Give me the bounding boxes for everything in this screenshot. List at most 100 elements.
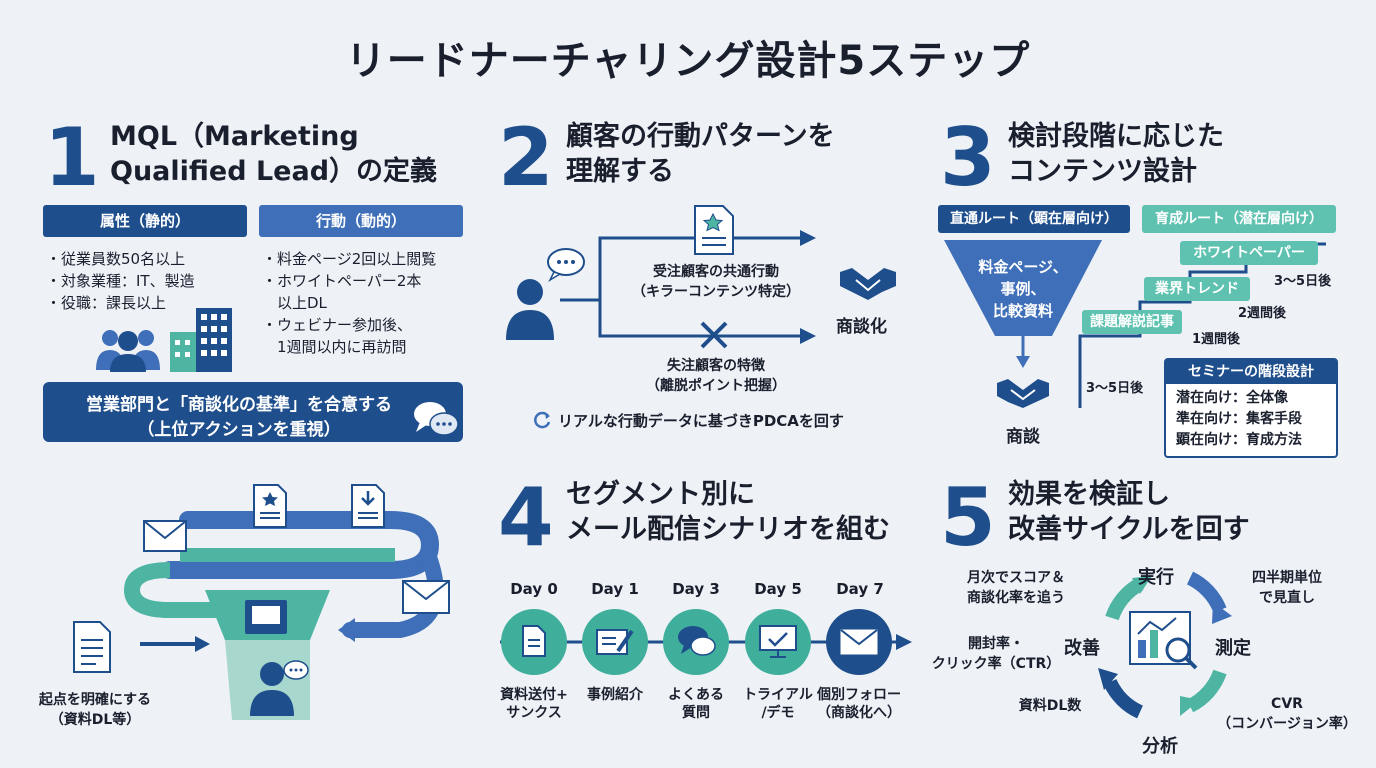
note-dl-count: 資料DL数 (1018, 698, 1082, 714)
note-line: CVR (1271, 696, 1303, 712)
note-line: 四半期単位 (1252, 570, 1322, 586)
envelope-icon (402, 580, 450, 614)
note-open-rate: 開封率・ クリック率（CTR） (926, 634, 1066, 674)
action-item: ・ウェビナー参加後、 (262, 316, 413, 334)
chat-icon (414, 402, 459, 436)
document-icon (253, 484, 287, 528)
interval-label: 3〜5日後 (1086, 381, 1144, 396)
day-label: Day 5 (754, 580, 802, 598)
interval-label: 3〜5日後 (1274, 274, 1332, 289)
step5-heading-line1: 効果を検証し (1008, 479, 1170, 510)
agreement-line1: 営業部門と「商談化の基準」を合意する (86, 395, 392, 415)
monitor-icon (759, 625, 797, 658)
note-line: 月次でスコア＆ (967, 570, 1065, 586)
day-caption: よくある 質問 (646, 686, 746, 722)
interval-label: 1週間後 (1192, 332, 1241, 347)
agreement-banner: 営業部門と「商談化の基準」を合意する （上位アクションを重視） (43, 382, 463, 442)
day1-node (582, 609, 648, 675)
won-customers-note: 受注顧客の共通行動 （キラーコンテンツ特定） (626, 262, 806, 302)
day-caption-line: 質問 (682, 705, 710, 721)
note-line: 開封率・ (968, 636, 1024, 652)
step5-heading-line2: 改善サイクルを回す (1008, 513, 1250, 545)
funnel-line: 料金ページ、 (978, 258, 1068, 276)
note-execute: 月次でスコア＆ 商談化率を追う (946, 568, 1086, 608)
day-caption-line: サンクス (506, 705, 562, 721)
step3-number: 3 (940, 111, 996, 204)
step4-number: 4 (498, 471, 554, 564)
start-line1: 起点を明確にする (38, 692, 152, 708)
pdca-note: リアルな行動データに基づきPDCAを回す (558, 412, 844, 430)
day7-node (826, 609, 892, 675)
day-caption-line: 資料送付+ (500, 687, 568, 703)
step3-heading-line1: 検討段階に応じた (1008, 121, 1224, 152)
day-label: Day 3 (672, 580, 720, 598)
lost-line2: （離脱ポイント把握） (646, 378, 786, 394)
seminar-item: 準在向け：集客手段 (1176, 411, 1302, 427)
action-item: 1週間以内に再訪問 (262, 338, 407, 356)
day-caption-line: 事例紹介 (587, 687, 643, 703)
people-icon (96, 330, 160, 372)
document-icon (73, 621, 111, 673)
handshake-icon (997, 379, 1049, 408)
won-line1: 受注顧客の共通行動 (653, 264, 779, 280)
note-quarter: 四半期単位 で見直し (1232, 568, 1342, 608)
lost-customers-note: 失注顧客の特徴 （離脱ポイント把握） (626, 356, 806, 396)
cycle-arrows-icon (534, 411, 551, 429)
step4-heading-line2: メール配信シナリオを組む (566, 513, 890, 545)
won-line2: （キラーコンテンツ特定） (632, 284, 800, 300)
attr-list: ・従業員数50名以上 ・対象業種：IT、製造 ・役職：課長以上 (46, 248, 195, 314)
pencil-icon (596, 629, 634, 655)
day0-node (501, 609, 567, 675)
day3-node (663, 609, 729, 675)
note-cvr: CVR （コンバージョン率） (1206, 694, 1368, 734)
day-caption-line: よくある (668, 687, 724, 703)
seminar-item: 顕在向け：育成方法 (1176, 432, 1302, 448)
document-icon (522, 625, 546, 657)
step4-heading: セグメント別に メール配信シナリオを組む (566, 478, 890, 547)
page-title: リードナーチャリング設計5ステップ (345, 38, 1031, 84)
stair-step-3: ホワイトペーパー (1180, 241, 1318, 265)
seminar-box: セミナーの階段設計 潜在向け：全体像 準在向け：集客手段 顕在向け：育成方法 (1164, 358, 1338, 458)
step2-number: 2 (498, 111, 554, 204)
stair-step-2: 業界トレンド (1144, 277, 1250, 301)
day-caption: 事例紹介 (565, 686, 665, 704)
note-line: クリック率（CTR） (931, 656, 1061, 672)
step2-heading: 顧客の行動パターンを 理解する (566, 120, 835, 189)
action-item: ・料金ページ2回以上閲覧 (262, 250, 437, 268)
growth-route-label: 育成ルート（潜在層向け） (1142, 205, 1336, 233)
day-caption-line: /デモ (761, 705, 795, 721)
start-point-note: 起点を明確にする （資料DL等） (20, 690, 170, 730)
handshake-icon (840, 268, 896, 300)
day-caption: 資料送付+ サンクス (484, 686, 584, 722)
download-document-icon (351, 484, 385, 528)
step2-heading-line1: 顧客の行動パターンを (566, 121, 835, 152)
action-list: ・料金ページ2回以上閲覧 ・ホワイトペーパー2本 以上DL ・ウェビナー参加後、… (262, 248, 436, 358)
step1-number: 1 (44, 111, 100, 204)
interval-label: 2週間後 (1238, 306, 1287, 321)
cycle-measure: 測定 (1215, 638, 1251, 659)
chat-icon (678, 626, 716, 656)
action-label: 行動（動的） (259, 205, 463, 237)
step3-heading: 検討段階に応じた コンテンツ設計 (1008, 120, 1224, 189)
direct-funnel-content: 料金ページ、 事例、 比較資料 (958, 256, 1088, 322)
funnel-line: 事例、 (1000, 280, 1046, 298)
seminar-title: セミナーの階段設計 (1166, 360, 1336, 384)
attr-item: ・対象業種：IT、製造 (46, 272, 195, 290)
lost-line1: 失注顧客の特徴 (667, 358, 765, 374)
step1-heading-line2: Qualified Lead）の定義 (110, 155, 438, 187)
day-label: Day 7 (836, 580, 884, 598)
building-icon (170, 308, 232, 372)
note-line: （コンバージョン率） (1217, 716, 1357, 732)
attr-item: ・従業員数50名以上 (46, 250, 186, 268)
action-item: 以上DL (262, 294, 327, 312)
cycle-improve: 改善 (1064, 638, 1100, 659)
attr-label: 属性（静的） (43, 205, 247, 237)
step5-number: 5 (940, 471, 996, 564)
start-line2: （資料DL等） (49, 712, 141, 728)
step1-heading: MQL（Marketing Qualified Lead）の定義 (110, 120, 437, 189)
seminar-item: 潜在向け：全体像 (1176, 390, 1288, 406)
cycle-analyze: 分析 (1142, 736, 1178, 757)
envelope-icon (840, 629, 878, 655)
funnel-line: 比較資料 (992, 302, 1053, 320)
